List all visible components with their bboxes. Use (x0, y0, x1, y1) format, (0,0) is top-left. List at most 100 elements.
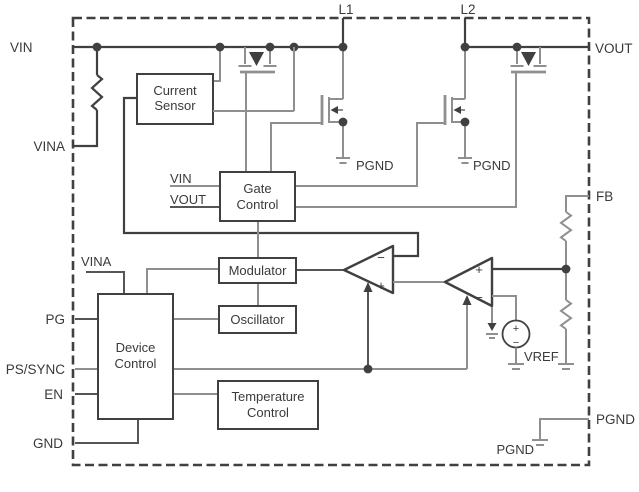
junction-dot (363, 364, 373, 374)
block-label: Control (247, 405, 289, 420)
ground-icon (558, 363, 574, 370)
block-modulator: Modulator (218, 257, 297, 284)
junction-dot (215, 42, 225, 52)
block-gate-control: Gate Control (219, 171, 296, 222)
pgnd-label-switch2: PGND (473, 158, 511, 173)
error-comparator-1: − + (342, 244, 395, 295)
body-diode-icon (249, 52, 264, 66)
low-side-fet-1 (270, 47, 350, 172)
ground-icon (486, 333, 498, 339)
junction-dot (512, 42, 522, 52)
feedback-divider (558, 195, 589, 370)
gate-control-to-output-fet-wire (295, 72, 517, 208)
block-label: Gate (243, 181, 271, 196)
block-label: Temperature (232, 389, 305, 404)
pin-label-gnd: GND (33, 436, 63, 451)
block-label: Modulator (229, 263, 287, 278)
current-sensor-rail-lead (213, 47, 221, 82)
up-arrow-icon (462, 295, 472, 305)
vina-to-device-control-wire (86, 271, 125, 294)
gnd-pin-wire (75, 419, 139, 444)
fb-pin-wire (565, 195, 589, 212)
pin-label-en: EN (44, 387, 63, 402)
comparator2-to-vref-wire (492, 295, 517, 320)
gate-control-inputs: VIN VOUT (170, 171, 220, 208)
ground-icon (532, 439, 548, 446)
block-label: Sensor (154, 98, 196, 113)
junction-dot (561, 264, 571, 274)
bias-ground-arrow (486, 307, 498, 339)
pin-label-l1: L1 (338, 2, 353, 17)
block-temperature-control: Temperature Control (217, 380, 319, 430)
vout-rail-net (463, 18, 589, 49)
block-label: Control (237, 197, 279, 212)
gate-control-vout-label: VOUT (170, 192, 206, 207)
pin-label-vout: VOUT (595, 41, 633, 56)
block-outline (219, 171, 296, 222)
plus-sign: + (475, 262, 483, 277)
block-oscillator: Oscillator (218, 305, 297, 334)
fet-body-arrow-icon (453, 106, 461, 114)
device-control-vina-label: VINA (81, 254, 112, 269)
up-arrow-icon (363, 282, 373, 292)
block-device-control: Device Control (97, 293, 174, 420)
block-outline (217, 380, 319, 430)
current-sense-to-comparator-wire (122, 96, 420, 258)
vina-resistor (90, 74, 104, 111)
down-arrow-icon (487, 323, 497, 331)
pin-label-ps-sync: PS/SYNC (6, 362, 66, 377)
ground-icon (508, 363, 524, 370)
chip-boundary-dashed-border (71, 16, 591, 467)
fb-resistor-top (559, 211, 573, 242)
pin-label-vin: VIN (10, 40, 33, 55)
pin-label-fb: FB (596, 189, 613, 204)
gate-control-vin-label: VIN (170, 171, 192, 186)
body-diode-icon (521, 52, 536, 66)
vref-source: + − VREF (501, 319, 559, 370)
vref-label: VREF (524, 349, 559, 364)
minus-sign: − (377, 250, 385, 265)
pgnd-connection: PGND (496, 418, 589, 457)
fb-resistor-bottom (559, 299, 573, 330)
vina-wire-bottom (73, 110, 99, 148)
gate-control-to-fet2-gate-wire (295, 122, 445, 187)
junction-dot (460, 42, 470, 52)
block-label: Oscillator (230, 312, 285, 327)
vina-branch (73, 47, 104, 148)
ground-icon (336, 157, 350, 164)
junction-dot (338, 42, 348, 52)
vin-rail-net (73, 18, 345, 49)
minus-sign: − (513, 337, 519, 349)
block-label: Device (116, 340, 156, 355)
error-comparator-2: + − (443, 256, 494, 308)
device-control-to-modulator-wire (146, 268, 219, 294)
comparator-triangle (342, 244, 395, 295)
junction-dot (460, 117, 470, 127)
pin-label-vina: VINA (33, 139, 65, 154)
block-current-sensor: Current Sensor (136, 73, 214, 125)
pgnd-pin-wire (539, 418, 589, 439)
plus-sign: + (377, 278, 385, 293)
block-outline (218, 305, 297, 334)
block-outline (97, 293, 174, 420)
junction-dot (338, 117, 348, 127)
pgnd-label-switch1: PGND (356, 158, 394, 173)
comparator-triangle (443, 256, 494, 308)
ground-icon (458, 157, 472, 164)
pin-label-pg: PG (45, 312, 65, 327)
block-outline (218, 257, 297, 284)
block-outline (136, 73, 214, 125)
junction-dot (265, 42, 275, 52)
pin-label-l2: L2 (460, 2, 475, 17)
fet-body-arrow-icon (330, 106, 338, 114)
pin-labels: VIN VINA PG PS/SYNC EN GND L1 L2 VOUT FB… (6, 2, 636, 451)
plus-sign: + (513, 323, 519, 335)
pgnd-label-bottom: PGND (496, 442, 534, 457)
low-side-fet-2 (295, 47, 472, 187)
input-pass-fet (238, 47, 277, 172)
junction-dot (92, 42, 102, 52)
gate-control-to-fet1-gate-wire (270, 122, 322, 172)
block-label: Current (153, 83, 197, 98)
